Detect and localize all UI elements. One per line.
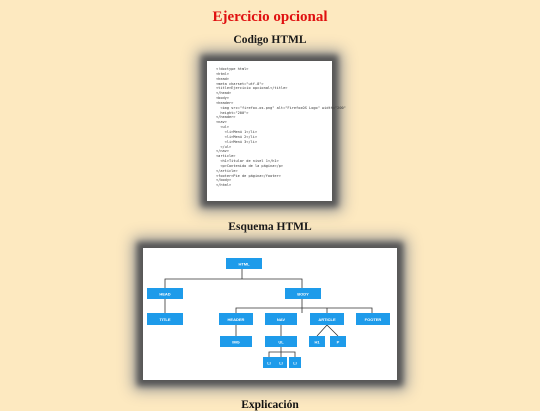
node-img: IMG xyxy=(220,336,252,347)
code-line: <li>Menú 1</li> xyxy=(216,129,258,134)
svg-text:LI: LI xyxy=(267,360,271,365)
code-line: <footer>Pie de página</footer> xyxy=(216,173,281,178)
code-line: </html> xyxy=(216,183,232,188)
code-line: <head> xyxy=(216,76,229,81)
svg-text:LI: LI xyxy=(293,360,297,365)
node-li-1: LI xyxy=(263,357,275,368)
svg-text:FOOTER: FOOTER xyxy=(365,317,382,322)
code-line: <meta charset="utf-8"> xyxy=(216,81,264,86)
node-ul: UL xyxy=(265,336,297,347)
svg-text:BODY: BODY xyxy=(297,291,309,296)
section-title-code: Codigo HTML xyxy=(233,34,307,46)
html-schema-diagram: HTML HEAD BODY TITLE HEADER NAV ARTICLE xyxy=(143,248,397,380)
svg-text:LI: LI xyxy=(279,360,283,365)
code-line: <nav> xyxy=(216,120,227,125)
code-line: </body> xyxy=(216,178,232,183)
code-line: <ul> xyxy=(216,125,229,130)
code-line: </header> xyxy=(216,115,236,120)
node-header: HEADER xyxy=(219,313,253,325)
code-line: <title>Ejercicio opcional</title> xyxy=(216,86,288,91)
code-line: <header> xyxy=(216,100,234,105)
section-title-explanation: Explicación xyxy=(241,399,299,411)
node-h1: H1 xyxy=(309,336,325,347)
svg-text:UL: UL xyxy=(278,339,284,344)
section-title-schema: Esquema HTML xyxy=(228,221,312,233)
code-screenshot: <!doctype html><html><head><meta charset… xyxy=(207,61,346,201)
page-title: Ejercicio opcional xyxy=(212,9,328,25)
code-line: <!doctype html> xyxy=(216,67,249,71)
svg-text:IMG: IMG xyxy=(232,339,240,344)
node-p: P xyxy=(330,336,346,347)
svg-text:NAV: NAV xyxy=(277,317,285,322)
code-line: <html> xyxy=(216,71,229,76)
code-line: <h1>Titular de nivel 1</h1> xyxy=(216,159,279,164)
code-line: height="200"> xyxy=(216,110,249,115)
node-head: HEAD xyxy=(147,288,183,299)
svg-text:ARTICLE: ARTICLE xyxy=(318,317,336,322)
node-nav: NAV xyxy=(265,313,297,325)
code-line: </head> xyxy=(216,91,232,96)
code-line: </nav> xyxy=(216,149,229,154)
node-li-3: LI xyxy=(289,357,301,368)
code-line: <body> xyxy=(216,96,229,101)
node-footer: FOOTER xyxy=(356,313,390,325)
svg-text:HEAD: HEAD xyxy=(159,291,170,296)
svg-text:P: P xyxy=(337,339,340,344)
node-title: TITLE xyxy=(147,313,183,325)
node-article: ARTICLE xyxy=(310,313,344,325)
node-body: BODY xyxy=(285,288,321,299)
code-line: <img src="firefox-os.png" alt="FirefoxOS… xyxy=(216,105,346,110)
tree-edges xyxy=(164,269,373,357)
svg-text:TITLE: TITLE xyxy=(159,317,170,322)
code-line: </ul> xyxy=(216,144,232,149)
node-li-2: LI xyxy=(275,357,287,368)
code-listing: <!doctype html><html><head><meta charset… xyxy=(216,67,346,188)
code-line: <p>Contenido de la página</p> xyxy=(216,163,284,168)
code-line: <article> xyxy=(216,154,236,159)
svg-text:HEADER: HEADER xyxy=(228,317,245,322)
code-line: <li>Menú 2</li> xyxy=(216,134,258,139)
svg-text:H1: H1 xyxy=(314,339,320,344)
code-line: </article> xyxy=(216,168,238,173)
svg-text:HTML: HTML xyxy=(238,261,250,266)
code-line: <li>Menú 3</li> xyxy=(216,139,258,144)
node-html: HTML xyxy=(226,258,262,269)
schema-tree: HTML HEAD BODY TITLE HEADER NAV ARTICLE xyxy=(147,258,390,368)
